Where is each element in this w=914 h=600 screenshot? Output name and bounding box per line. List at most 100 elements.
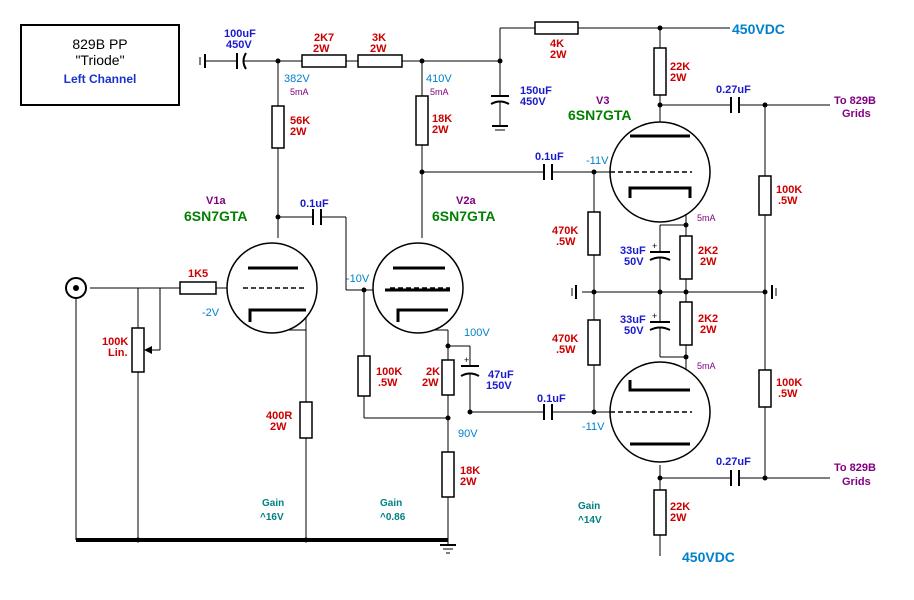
tube-v3-bottom xyxy=(609,361,711,463)
resistor-18k-bottom xyxy=(441,451,455,498)
capacitor-47uf: + xyxy=(460,355,480,386)
resistor-56k xyxy=(271,105,285,149)
c-027-bottom-value: 0.27uF xyxy=(716,456,751,468)
resistor-22k-bottom xyxy=(653,489,667,536)
capacitor-01uf-v2-top xyxy=(540,164,556,180)
r-2k7-value: 2K7 xyxy=(314,32,334,44)
r-18k-top-rating: 2W xyxy=(432,124,449,136)
c-150-rating: 450V xyxy=(520,96,546,108)
c-33-bottom-value: 33uF xyxy=(620,314,646,326)
tube-v2a-type: 6SN7GTA xyxy=(432,208,496,224)
r-22k-bottom-rating: 2W xyxy=(670,512,687,524)
r-470k-top-rating: .5W xyxy=(556,236,576,248)
output-top-line1: To 829B xyxy=(834,95,876,107)
gain-v3-value: ^14V xyxy=(578,515,602,526)
r-2k7-rating: 2W xyxy=(313,43,330,55)
gain-v1-label: Gain xyxy=(262,498,284,509)
c-33-top-value: 33uF xyxy=(620,245,646,257)
resistor-2k-cathode xyxy=(441,359,455,396)
tube-v1a xyxy=(226,242,318,334)
capacitor-01uf-v1 xyxy=(306,209,328,225)
ground-symbol-center-right xyxy=(771,285,777,299)
capacitor-100uf xyxy=(232,52,250,70)
r-2k-cathode-value: 2K xyxy=(426,366,440,378)
capacitor-150uf xyxy=(490,95,510,112)
r-4k-rating: 2W xyxy=(550,49,567,61)
r-4k-value: 4K xyxy=(550,38,564,50)
r-100k-v2-value: 100K xyxy=(376,366,402,378)
r-2k2-bottom-rating: 2W xyxy=(700,324,717,336)
resistor-3k xyxy=(357,54,403,68)
gain-v3-label: Gain xyxy=(578,501,600,512)
r-22k-bottom-value: 22K xyxy=(670,501,690,513)
c-47-value: 47uF xyxy=(488,369,514,381)
voltage-grid-v1: -2V xyxy=(202,307,220,319)
resistor-22k-top xyxy=(653,47,667,96)
gain-v2-value: ^0.86 xyxy=(380,512,406,523)
c-01-v2top-value: 0.1uF xyxy=(535,151,564,163)
title-box: 829B PP "Triode" Left Channel xyxy=(20,24,180,106)
r-470k-bottom-rating: .5W xyxy=(556,344,576,356)
r-100k-v2-rating: .5W xyxy=(378,377,398,389)
junction-dots xyxy=(135,25,768,543)
r-400-rating: 2W xyxy=(270,421,287,433)
r-470k-top-value: 470K xyxy=(552,225,578,237)
resistor-100k-out-bottom xyxy=(758,369,772,408)
resistor-470k-bottom xyxy=(587,319,601,366)
c-150-value: 150uF xyxy=(520,85,552,97)
resistor-100k-v2 xyxy=(357,355,371,397)
r-56k-value: 56K xyxy=(290,115,310,127)
current-5ma-top: 5mA xyxy=(697,213,716,223)
capacitor-027uf-top xyxy=(728,97,742,113)
r-22k-top-value: 22K xyxy=(670,61,690,73)
current-5ma-2: 5mA xyxy=(430,87,449,97)
c-in-rating: 450V xyxy=(226,39,252,51)
voltage-100: 100V xyxy=(464,327,490,339)
potentiometer-100k[interactable] xyxy=(131,327,145,373)
input-jack[interactable] xyxy=(65,277,87,540)
current-5ma-1: 5mA xyxy=(290,87,309,97)
c-47-rating: 150V xyxy=(486,380,512,392)
resistor-2k2-bottom xyxy=(679,301,693,346)
r-2k2-bottom-value: 2K2 xyxy=(698,313,718,325)
labels: 450VDC 450VDC 100uF 450V 2K7 2W 3K 2W 4K… xyxy=(102,21,876,565)
r-1k5-value: 1K5 xyxy=(188,268,208,280)
svg-text:+: + xyxy=(464,355,469,365)
capacitor-33uf-bottom: + xyxy=(649,311,671,333)
r-18k-top-value: 18K xyxy=(432,113,452,125)
voltage-90: 90V xyxy=(458,428,478,440)
potentiometer-wiper xyxy=(144,346,152,354)
svg-text:+: + xyxy=(652,311,657,321)
ground-symbol-150uf xyxy=(492,112,508,131)
ground-symbol-top-left xyxy=(199,54,206,68)
r-18k-bottom-value: 18K xyxy=(460,465,480,477)
tube-v3-designator: V3 xyxy=(596,95,609,107)
r-470k-bottom-value: 470K xyxy=(552,333,578,345)
voltage-410: 410V xyxy=(426,73,452,85)
ground-symbol-center-left xyxy=(571,285,577,299)
capacitor-027uf-bottom xyxy=(728,470,742,486)
output-bottom-line2: Grids xyxy=(842,476,871,488)
resistor-2k2-top xyxy=(679,235,693,280)
tube-v1a-type: 6SN7GTA xyxy=(184,208,248,224)
resistor-400r xyxy=(299,401,313,439)
svg-text:+: + xyxy=(652,241,657,251)
resistor-18k-top xyxy=(415,95,429,146)
capacitor-33uf-top: + xyxy=(649,241,671,263)
resistor-4k xyxy=(534,21,579,35)
voltage-grid-v3-top: -11V xyxy=(586,155,609,167)
resistor-1k5 xyxy=(179,281,217,295)
r-100k-out-top-value: 100K xyxy=(776,184,802,196)
supply-bottom-label: 450VDC xyxy=(682,549,735,565)
pot-100k-rating: Lin. xyxy=(108,347,128,359)
ground-symbol-bottom xyxy=(440,544,456,554)
r-56k-rating: 2W xyxy=(290,126,307,138)
output-top-line2: Grids xyxy=(842,108,871,120)
r-18k-bottom-rating: 2W xyxy=(460,476,477,488)
r-100k-out-bottom-rating: .5W xyxy=(778,388,798,400)
capacitor-01uf-v2-bottom xyxy=(540,404,556,420)
gain-v1-value: ^16V xyxy=(260,512,284,523)
c-33-top-rating: 50V xyxy=(624,256,644,268)
resistor-470k-top xyxy=(587,211,601,256)
